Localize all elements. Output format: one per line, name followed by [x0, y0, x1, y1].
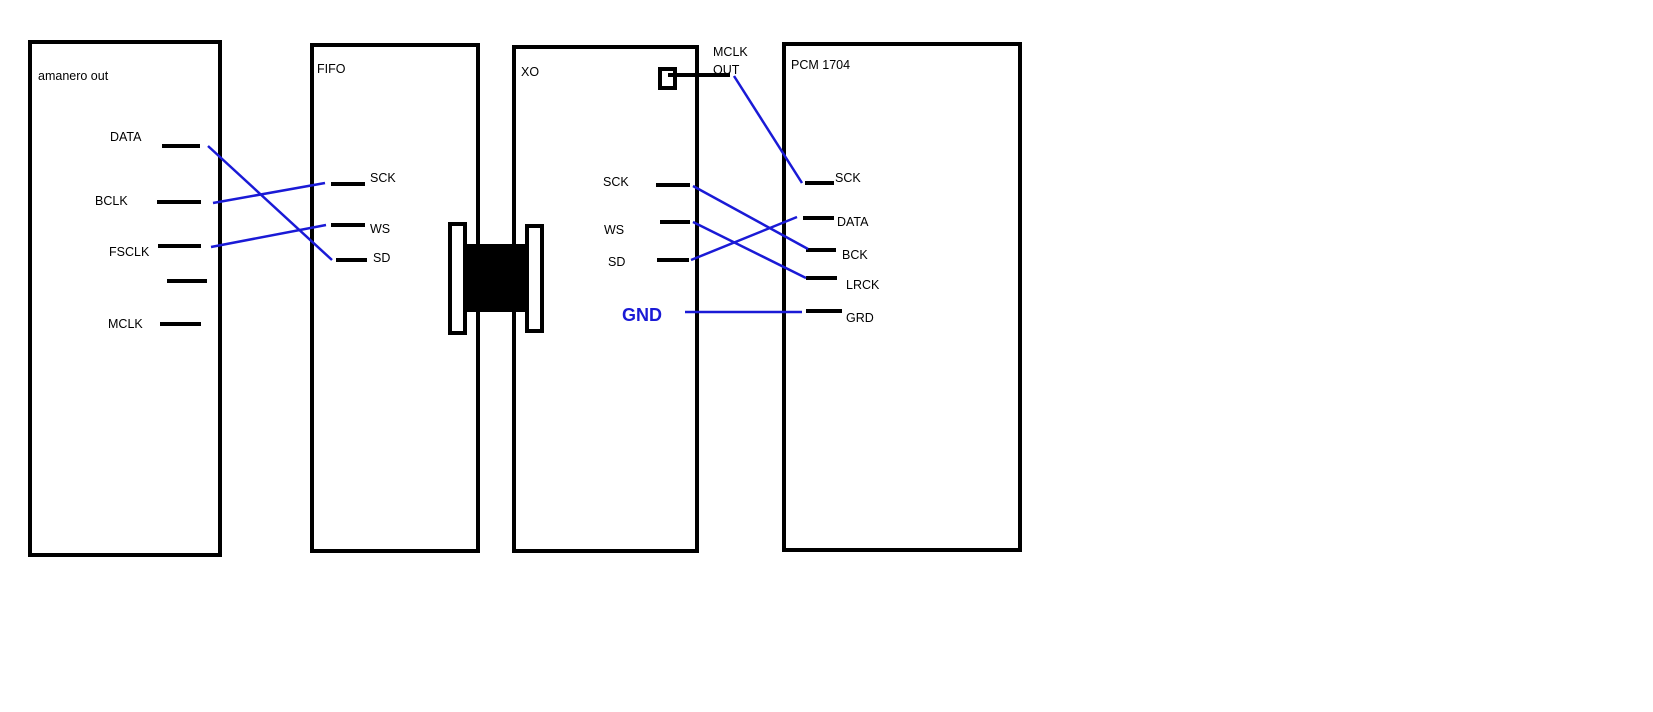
xo-outline: [512, 45, 699, 553]
amanero-label-data: DATA: [110, 130, 142, 144]
amanero-title: amanero out: [38, 69, 109, 83]
amanero-block: amanero out DATA BCLK FSCLK MCLK: [28, 40, 222, 557]
amanero-label-bclk: BCLK: [95, 194, 128, 208]
wires: [207, 75, 809, 314]
board-connector: [448, 222, 544, 335]
pcm1704-block: PCM 1704 SCK DATA BCK LRCK GRD: [782, 42, 1022, 552]
wire-bclk-to-fifo-sck: [212, 181, 326, 205]
connector-right-flange: [525, 224, 544, 333]
connector-left-flange: [448, 222, 467, 335]
fifo-label-ws: WS: [370, 222, 390, 236]
wire-xo-ws-to-pcm-lrck: [692, 220, 807, 280]
xo-title: XO: [521, 65, 539, 79]
pcm1704-label-grd: GRD: [846, 311, 874, 325]
fifo-label-sd: SD: [373, 251, 390, 265]
pcm1704-label-lrck: LRCK: [846, 278, 880, 292]
amanero-label-mclk: MCLK: [108, 317, 143, 331]
xo-gnd-label: GND: [622, 305, 662, 325]
fifo-title: FIFO: [317, 62, 346, 76]
amanero-label-fsclk: FSCLK: [109, 245, 150, 259]
pcm1704-title: PCM 1704: [791, 58, 850, 72]
mclk-out-label-line1: MCLK: [713, 45, 748, 59]
mclk-out-jack: [658, 67, 677, 90]
pcm1704-label-bck: BCK: [842, 248, 868, 262]
wire-data-to-fifo-sd: [207, 145, 333, 261]
mclk-out-label-line2: OUT: [713, 63, 740, 77]
xo-block: XO MCLK OUT SCK WS SD GND: [512, 45, 748, 553]
fifo-label-sck: SCK: [370, 171, 396, 185]
pcm1704-outline: [782, 42, 1022, 552]
wire-mclk-out-to-pcm-sck: [732, 75, 804, 184]
wire-fsclk-to-fifo-ws: [210, 223, 327, 249]
pcm1704-label-data: DATA: [837, 215, 869, 229]
wire-xo-sd-to-pcm-data: [690, 215, 798, 262]
xo-label-sd: SD: [608, 255, 625, 269]
xo-label-ws: WS: [604, 223, 624, 237]
wire-xo-sck-to-pcm-bck: [692, 184, 809, 251]
pcm1704-label-sck: SCK: [835, 171, 861, 185]
connector-body: [462, 244, 528, 312]
amanero-outline: [28, 40, 222, 557]
xo-label-sck: SCK: [603, 175, 629, 189]
